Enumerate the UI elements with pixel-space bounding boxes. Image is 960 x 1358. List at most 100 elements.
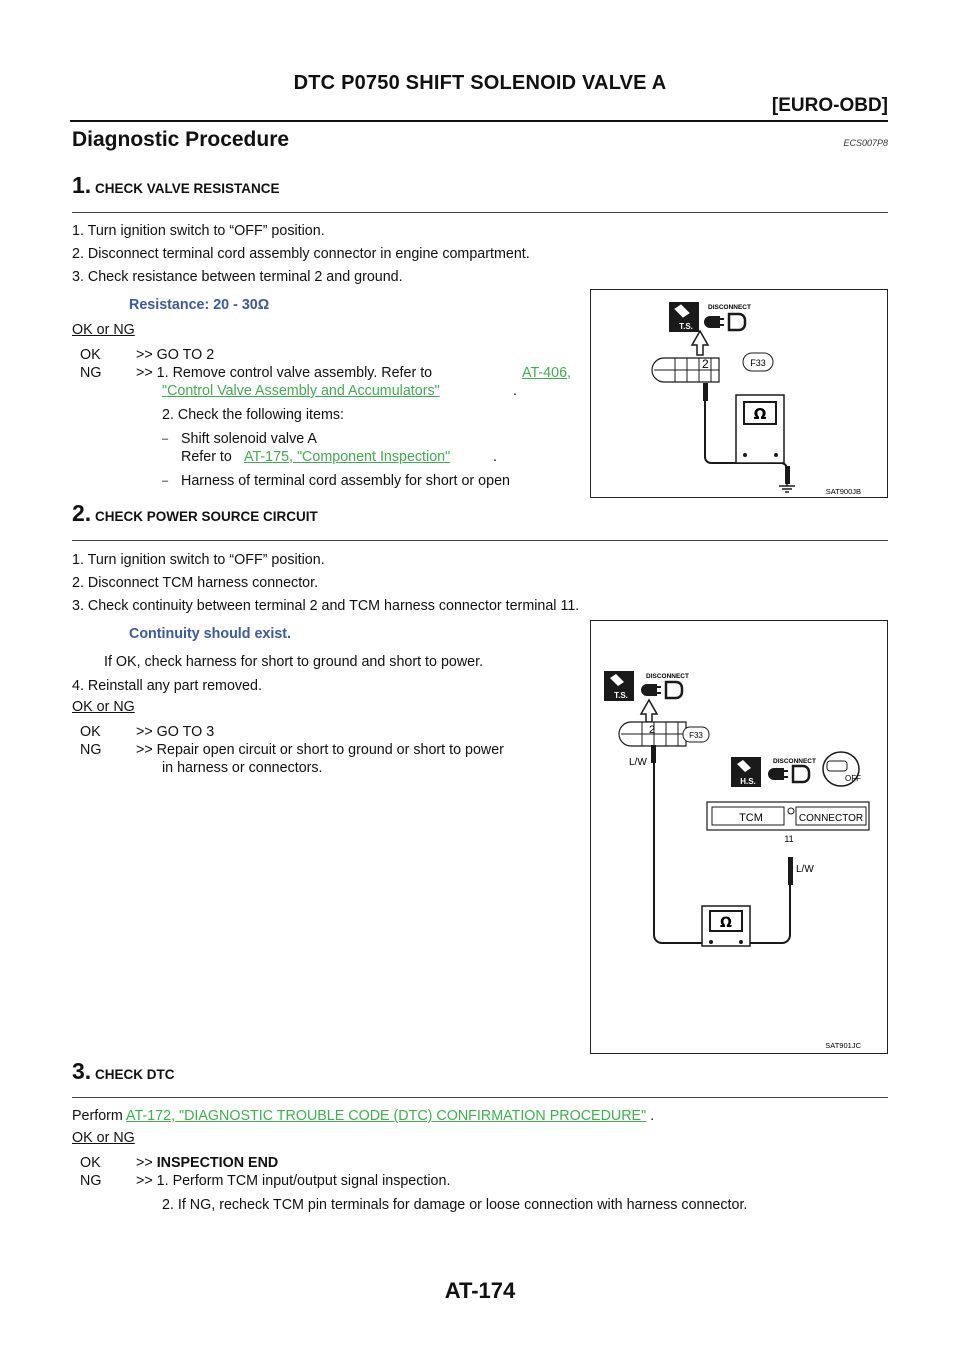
wire-label-lw-1: L/W [629, 757, 647, 768]
step1-link-control-valve[interactable]: "Control Valve Assembly and Accumulators… [162, 383, 440, 399]
step2-okng: OK or NG [72, 699, 135, 715]
step3-link-at172[interactable]: AT-172, "DIAGNOSTIC TROUBLE CODE (DTC) C… [126, 1108, 647, 1124]
hs-icon: H.S. [731, 757, 761, 787]
step1-number: 1. [72, 172, 92, 198]
step1-item-2: 2. Disconnect terminal cord assembly con… [72, 246, 530, 262]
step1-item-3: 3. Check resistance between terminal 2 a… [72, 269, 403, 285]
step1-link-at175[interactable]: AT-175, "Component Inspection" [244, 449, 451, 465]
ohm-symbol: Ω [754, 405, 767, 423]
probe-pin11 [788, 857, 793, 885]
ignition-off-icon: OFF [822, 751, 861, 787]
page-header-subtitle: [EURO-OBD] [771, 95, 888, 116]
connector-f33: 2 [651, 357, 720, 383]
step2-rule [72, 540, 888, 541]
step1-link-at406[interactable]: AT-406, [522, 365, 572, 381]
conn-f33-badge [742, 352, 774, 372]
tcm-label: TCM [739, 812, 763, 824]
figure-sat901jc: T.S. DISCONNECT 2 F33 L/W H.S. [590, 620, 888, 1054]
tcm-connector: TCM CONNECTOR [706, 801, 870, 831]
ohmmeter-icon: Ω [701, 905, 751, 947]
disconnect-connector-icon [641, 680, 684, 700]
fig2-code: SAT901JC [825, 1041, 861, 1050]
step3-heading: 3. CHECK DTC [72, 1058, 174, 1085]
step2-note: If OK, check harness for short to ground… [104, 654, 484, 670]
wiring-diagram-2: T.S. DISCONNECT 2 F33 L/W H.S. [604, 671, 870, 1050]
step3-title: CHECK DTC [94, 1067, 175, 1082]
step1-dash2: Harness of terminal cord assembly for sh… [181, 473, 510, 489]
step3-ok-line: >> INSPECTION END [136, 1154, 278, 1172]
step2-heading: 2. CHECK POWER SOURCE CIRCUIT [72, 500, 318, 527]
step2-ng-text-1: >> Repair open circuit or short to groun… [136, 742, 504, 758]
step3-ng-label: NG [80, 1173, 102, 1189]
step3-perform: Perform [72, 1108, 123, 1124]
conn-f33-label: F33 [750, 358, 766, 368]
step3-ok-label: OK [80, 1155, 101, 1171]
step3-okng: OK or NG [72, 1130, 135, 1146]
pin-11-label: 11 [784, 834, 793, 844]
conn-f33-badge [682, 726, 710, 743]
step2-item-4: 4. Reinstall any part removed. [72, 678, 262, 694]
step3-ng-text-2: 2. If NG, recheck TCM pin terminals for … [162, 1197, 748, 1213]
step3-period: . [650, 1108, 655, 1124]
ts-label: T.S. [679, 322, 693, 331]
header-divider [70, 120, 888, 122]
wire-label-lw-2: L/W [796, 864, 814, 875]
section-title: Diagnostic Procedure [72, 128, 290, 151]
ts-icon: T.S. [604, 671, 634, 701]
disconnect-label-2: DISCONNECT [773, 758, 816, 765]
step3-ok-prefix: >> [136, 1155, 153, 1171]
fig1-code: SAT900JB [826, 487, 861, 496]
step1-ok-label: OK [80, 347, 101, 363]
step2-item-1: 1. Turn ignition switch to “OFF” positio… [72, 552, 325, 568]
hs-label: H.S. [740, 777, 756, 786]
step1-title: CHECK VALVE RESISTANCE [94, 181, 280, 196]
pin-2-label: 2 [702, 357, 709, 371]
step3-number: 3. [72, 1058, 92, 1084]
probe-ground [785, 466, 790, 484]
step1-refer-to: Refer to [181, 449, 232, 465]
step1-link-period: . [513, 383, 517, 399]
page-number: AT-174 [444, 1278, 516, 1303]
step1-ng-label: NG [80, 365, 102, 381]
step1-ref-period: . [493, 449, 497, 465]
disconnect-label: DISCONNECT [708, 304, 751, 311]
step1-sub2: 2. Check the following items: [162, 407, 344, 423]
step1-dash2-marker: – [162, 475, 169, 487]
probe-tip [703, 383, 708, 401]
disconnect-label-1: DISCONNECT [646, 673, 689, 680]
step1-rule [72, 212, 888, 213]
connector-label: CONNECTOR [799, 813, 863, 824]
page-header-title: DTC P0750 SHIFT SOLENOID VALVE A [293, 72, 667, 94]
ohm-symbol: Ω [720, 915, 732, 931]
ts-label: T.S. [614, 691, 628, 700]
step2-ng-text-2: in harness or connectors. [162, 760, 323, 776]
disconnect-connector-icon [704, 312, 747, 332]
step2-item-3: 3. Check continuity between terminal 2 a… [72, 598, 580, 614]
conn-f33-label: F33 [689, 731, 703, 740]
wiring-diagram-1: T.S. DISCONNECT 2 F33 [651, 302, 861, 496]
step3-rule [72, 1097, 888, 1098]
step2-ng-label: NG [80, 742, 102, 758]
step1-dash1: Shift solenoid valve A [181, 431, 317, 447]
ohmmeter-icon: Ω [735, 394, 785, 464]
arrow-up-icon [639, 698, 659, 723]
step2-number: 2. [72, 500, 92, 526]
step1-item-1: 1. Turn ignition switch to “OFF” positio… [72, 223, 325, 239]
probe-tip [651, 745, 656, 763]
step3-ok-text: INSPECTION END [156, 1155, 279, 1171]
ground-icon [779, 483, 795, 493]
ts-icon: T.S. [669, 302, 699, 332]
step2-ok-label: OK [80, 724, 101, 740]
step1-ng-prefix: >> 1. Remove control valve assembly. Ref… [136, 365, 433, 381]
step2-title: CHECK POWER SOURCE CIRCUIT [94, 509, 318, 524]
step2-item-2: 2. Disconnect TCM harness connector. [72, 575, 319, 591]
step3-perform-line: Perform AT-172, "DIAGNOSTIC TROUBLE CODE… [72, 1107, 654, 1125]
pin-2-label: 2 [649, 724, 655, 736]
arrow-up-icon [690, 329, 710, 356]
section-code: ECS007P8 [843, 138, 888, 148]
step2-spec: Continuity should exist. [129, 626, 292, 642]
step1-heading: 1. CHECK VALVE RESISTANCE [72, 172, 279, 199]
step1-ok-text: >> GO TO 2 [136, 347, 215, 363]
connector-f33: 2 [618, 721, 687, 747]
step1-okng: OK or NG [72, 322, 135, 338]
